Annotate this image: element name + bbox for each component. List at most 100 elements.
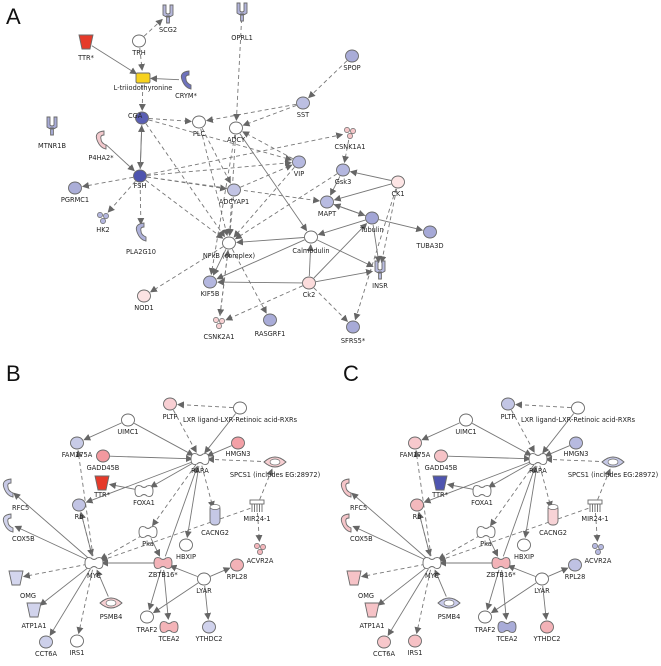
node-b-ythdc2[interactable]: YTHDC2 — [195, 620, 223, 643]
node-b-myc[interactable]: MYC — [84, 557, 104, 580]
node-b-pltp[interactable]: PLTP — [163, 397, 178, 421]
node-b-rfc5[interactable]: RFC5 — [2, 478, 29, 512]
node-c-atp1a1[interactable]: ATP1A1 — [360, 602, 385, 630]
node-c-zbtb16[interactable]: ZBTB16* — [486, 557, 516, 579]
node-label-a-ttr: TTR* — [77, 54, 95, 62]
node-b-fam175a[interactable]: FAM175A — [62, 436, 93, 459]
node-c-cct6a[interactable]: CCT6A — [373, 635, 395, 658]
node-a-trh[interactable]: TRH — [131, 34, 146, 57]
node-c-hmgn3[interactable]: HMGN3 — [564, 436, 589, 458]
node-c-pka[interactable]: Pka — [476, 526, 496, 548]
node-c-myc[interactable]: MYC — [422, 557, 442, 580]
node-c-fam175a[interactable]: FAM175A — [400, 436, 431, 459]
node-c-traf2[interactable]: TRAF2 — [474, 610, 496, 634]
node-a-ltri[interactable]: L-triiodothyronine — [114, 72, 173, 92]
node-b-mir24[interactable]: MIR24-1 — [243, 499, 271, 523]
edge-b-gadd45b-rara — [109, 455, 193, 463]
node-a-tuba3d[interactable]: TUBA3D — [415, 225, 444, 250]
node-b-gadd45b[interactable]: GADD45B — [87, 449, 120, 472]
node-c-ythdc2[interactable]: YTHDC2 — [533, 620, 561, 643]
node-a-tubulin[interactable]: Tubulin — [359, 211, 384, 234]
node-b-traf2[interactable]: TRAF2 — [136, 610, 158, 634]
node-a-rasgrf1[interactable]: RASGRF1 — [255, 313, 286, 338]
edge-b-rara-pka — [152, 464, 197, 527]
node-b-lyar[interactable]: LYAR — [196, 572, 212, 595]
node-b-cox5b[interactable]: COX5B — [2, 513, 35, 543]
node-b-hmgn3[interactable]: HMGN3 — [226, 436, 251, 458]
node-b-rara[interactable]: RARA — [190, 453, 210, 475]
node-a-p4ha2[interactable]: P4HA2* — [88, 130, 114, 162]
node-c-omg[interactable]: OMG — [346, 570, 374, 600]
node-b-atp1a1[interactable]: ATP1A1 — [22, 602, 47, 630]
node-b-spcs1[interactable]: SPCS1 (includes EG:28972) — [230, 456, 320, 479]
node-c-ttr[interactable]: TTR* — [431, 475, 449, 499]
node-a-gsk3[interactable]: Gsk3 — [335, 163, 352, 186]
node-b-tcea2[interactable]: TCEA2 — [157, 621, 180, 643]
node-c-gadd45b[interactable]: GADD45B — [425, 449, 458, 472]
node-b-uimc1[interactable]: UIMC1 — [117, 413, 139, 436]
node-a-ck2[interactable]: Ck2 — [302, 276, 316, 299]
node-b-foxa1[interactable]: FOXA1 — [133, 485, 155, 507]
node-c-rb[interactable]: Rb — [410, 498, 424, 521]
node-c-pltp[interactable]: PLTP — [501, 397, 516, 421]
node-b-irs1[interactable]: IRS1 — [70, 634, 85, 657]
node-c-foxa1[interactable]: FOXA1 — [471, 485, 493, 507]
node-c-hbxip[interactable]: HBXIP — [514, 538, 534, 561]
node-a-csnk1a1[interactable]: CSNK1A1 — [335, 127, 366, 151]
node-a-ck1[interactable]: CK1 — [391, 175, 405, 198]
node-c-lxr[interactable]: LXR ligand-LXR-Retinoic acid-RXRs — [521, 401, 636, 424]
node-a-fsh[interactable]: FSH — [133, 169, 147, 190]
node-c-cacng2[interactable]: CACNG2 — [539, 504, 567, 538]
node-a-mapt[interactable]: MAPT — [318, 195, 337, 218]
node-a-csnk2a1[interactable]: CSNK2A1 — [204, 317, 235, 341]
node-c-cox5b[interactable]: COX5B — [340, 513, 373, 543]
node-label-b-traf2: TRAF2 — [136, 626, 158, 634]
node-a-pgrmc1[interactable]: PGRMC1 — [61, 181, 89, 204]
node-a-scg2[interactable]: SCG2 — [159, 4, 177, 34]
node-a-spop[interactable]: SPOP — [343, 49, 361, 72]
node-a-calmodulin[interactable]: Calmodulin — [292, 230, 330, 255]
node-c-mir24[interactable]: MIR24-1 — [581, 499, 609, 523]
node-b-cct6a[interactable]: CCT6A — [35, 635, 57, 658]
node-b-ttr[interactable]: TTR* — [93, 475, 111, 499]
node-b-omg[interactable]: OMG — [8, 570, 36, 600]
node-b-rb[interactable]: Rb — [72, 498, 86, 521]
node-a-nfkb[interactable]: NFkB (complex) — [203, 236, 255, 260]
node-a-plc[interactable]: PLC — [192, 115, 206, 138]
node-c-spcs1[interactable]: SPCS1 (includes EG:28972) — [568, 456, 658, 479]
node-a-adcy[interactable]: ADCY — [227, 121, 246, 144]
node-c-psmb4[interactable]: PSMB4 — [437, 597, 461, 621]
node-b-pka[interactable]: Pka — [138, 526, 158, 548]
node-b-rpl28[interactable]: RPL28 — [227, 558, 248, 581]
node-b-hbxip[interactable]: HBXIP — [176, 538, 196, 561]
node-b-psmb4[interactable]: PSMB4 — [99, 597, 123, 621]
node-a-kif5b[interactable]: KIF5B — [201, 275, 220, 298]
node-c-irs1[interactable]: IRS1 — [408, 634, 423, 657]
node-a-insr[interactable]: INSR — [372, 260, 388, 290]
node-c-acvr2a[interactable]: ACVR2A — [585, 543, 612, 565]
node-b-acvr2a[interactable]: ACVR2A — [247, 543, 274, 565]
node-a-ttr[interactable]: TTR* — [77, 34, 95, 62]
node-c-tcea2[interactable]: TCEA2 — [495, 621, 518, 643]
node-a-sfrs5[interactable]: SFRS5* — [341, 320, 366, 345]
node-a-sst[interactable]: SST — [296, 96, 311, 119]
node-b-zbtb16[interactable]: ZBTB16* — [148, 557, 178, 579]
edge-c-uimc1-rara — [471, 422, 532, 456]
node-a-pla2g10[interactable]: PLA2G10 — [126, 222, 156, 256]
node-b-lxr[interactable]: LXR ligand-LXR-Retinoic acid-RXRs — [183, 401, 298, 424]
node-a-crym[interactable]: CRYM* — [175, 70, 198, 100]
node-a-vip[interactable]: VIP — [292, 155, 306, 178]
node-b-cacng2[interactable]: CACNG2 — [201, 504, 229, 538]
node-c-uimc1[interactable]: UIMC1 — [455, 413, 477, 436]
edge-c-pka-zbtb16 — [488, 538, 499, 557]
node-a-adcyap1[interactable]: ADCYAP1 — [219, 183, 249, 206]
node-a-cga[interactable]: CGA — [128, 111, 149, 125]
node-c-rpl28[interactable]: RPL28 — [565, 558, 586, 581]
node-a-hk2[interactable]: HK2 — [96, 212, 110, 234]
node-a-nod1[interactable]: NOD1 — [134, 289, 154, 312]
node-c-rara[interactable]: RARA — [528, 453, 548, 475]
node-c-lyar[interactable]: LYAR — [534, 572, 550, 595]
node-a-mtnr1b[interactable]: MTNR1B — [38, 116, 66, 150]
node-c-rfc5[interactable]: RFC5 — [340, 478, 367, 512]
node-a-oprl1[interactable]: OPRL1 — [231, 2, 253, 42]
